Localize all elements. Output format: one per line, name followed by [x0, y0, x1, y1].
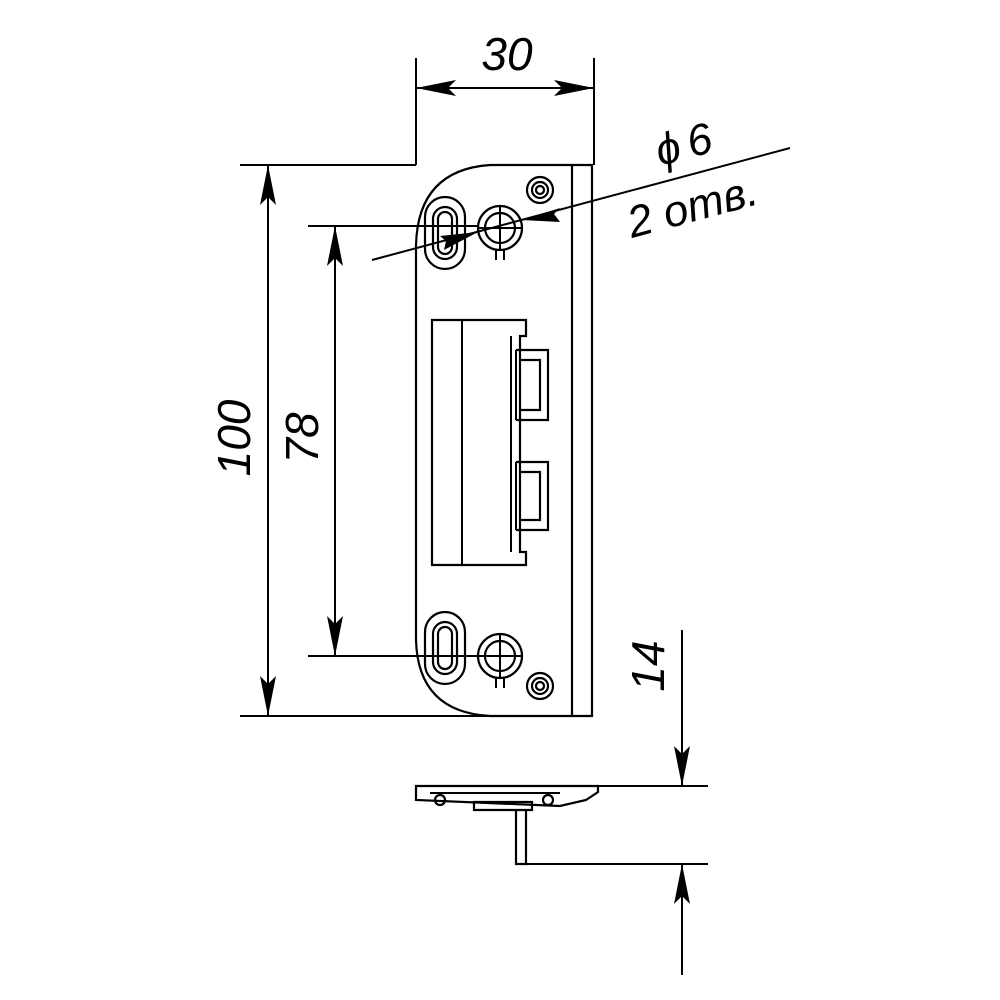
diameter-value: 6 — [681, 113, 718, 167]
dimension-total-height: 100 — [208, 164, 490, 717]
bottom-rivet — [525, 671, 555, 701]
plate-outline — [414, 163, 594, 718]
top-screw-hole — [476, 204, 524, 260]
dimension-depth: 14 — [526, 630, 708, 975]
bottom-screw-hole — [476, 632, 524, 688]
dimension-depth-label: 14 — [622, 640, 674, 691]
hole-diameter-label: ϕ6 — [650, 113, 718, 175]
top-slot — [423, 195, 467, 271]
bottom-slot — [423, 610, 467, 686]
dimension-total-height-label: 100 — [208, 399, 260, 476]
diameter-symbol: ϕ — [650, 122, 686, 176]
dimension-width-label: 30 — [481, 28, 533, 80]
dimension-width: 30 — [415, 28, 595, 165]
lower-latch-tab — [515, 460, 550, 532]
top-rivet — [525, 175, 555, 205]
upper-latch-tab — [515, 348, 550, 422]
latch-opening — [430, 318, 528, 567]
strike-plate-side-view — [414, 784, 600, 866]
dimension-hole-spacing-label: 78 — [276, 412, 328, 464]
dimension-hole-spacing: 78 — [276, 225, 478, 657]
hole-count-label: 2 отв. — [621, 166, 763, 248]
strike-plate-front-view — [414, 163, 594, 718]
